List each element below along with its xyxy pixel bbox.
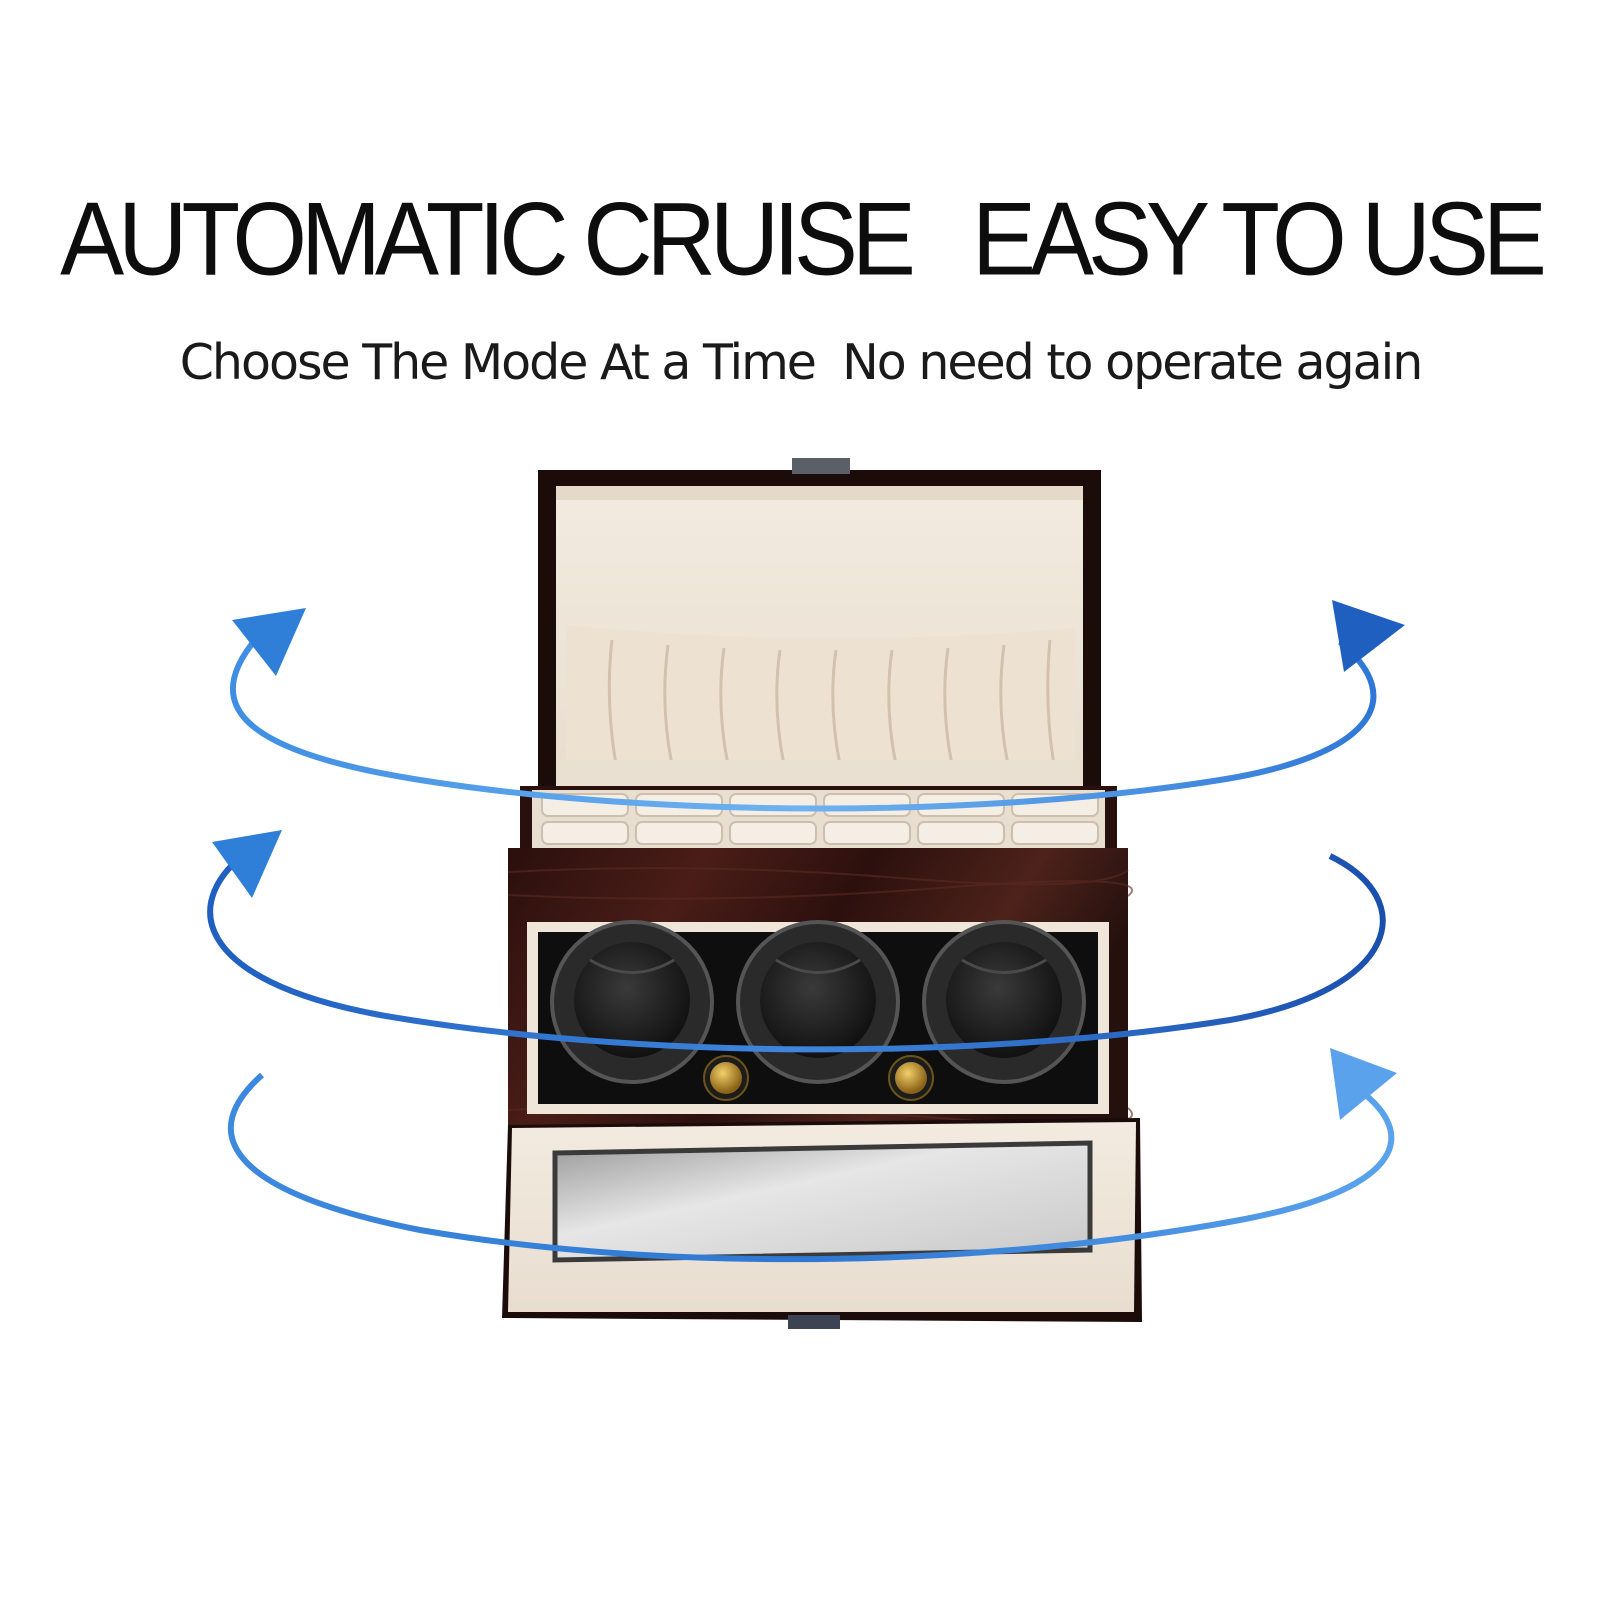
- subheadline: Choose The Mode At a Time No need to ope…: [179, 334, 1424, 391]
- rotation-arrow-icon: [1332, 600, 1405, 672]
- rotation-arrow-top: [229, 600, 1405, 812]
- winder-2: [736, 920, 900, 1084]
- control-knob-1: [703, 1055, 749, 1101]
- drawer-handle-icon: [788, 1315, 840, 1329]
- winder-1: [550, 920, 714, 1084]
- storage-tray: [520, 786, 1117, 848]
- lid-pocket: [566, 625, 1075, 770]
- rotation-arrow-icon: [212, 830, 282, 898]
- box-lid: [538, 458, 1101, 790]
- winder-3: [922, 920, 1086, 1084]
- rotation-arrow-bottom: [227, 1048, 1397, 1263]
- headline: AUTOMATIC CRUISE EASY TO USE: [60, 181, 1547, 298]
- mirror: [552, 1140, 1093, 1263]
- front-drawer: [502, 1118, 1142, 1329]
- rotation-arrow-middle: [207, 830, 1386, 1053]
- rotation-arrow-icon: [232, 608, 306, 676]
- rotation-arrow-icon: [1330, 1048, 1397, 1120]
- box-body: [507, 848, 1134, 1133]
- control-knob-2: [888, 1055, 934, 1101]
- lid-clasp-icon: [792, 458, 850, 474]
